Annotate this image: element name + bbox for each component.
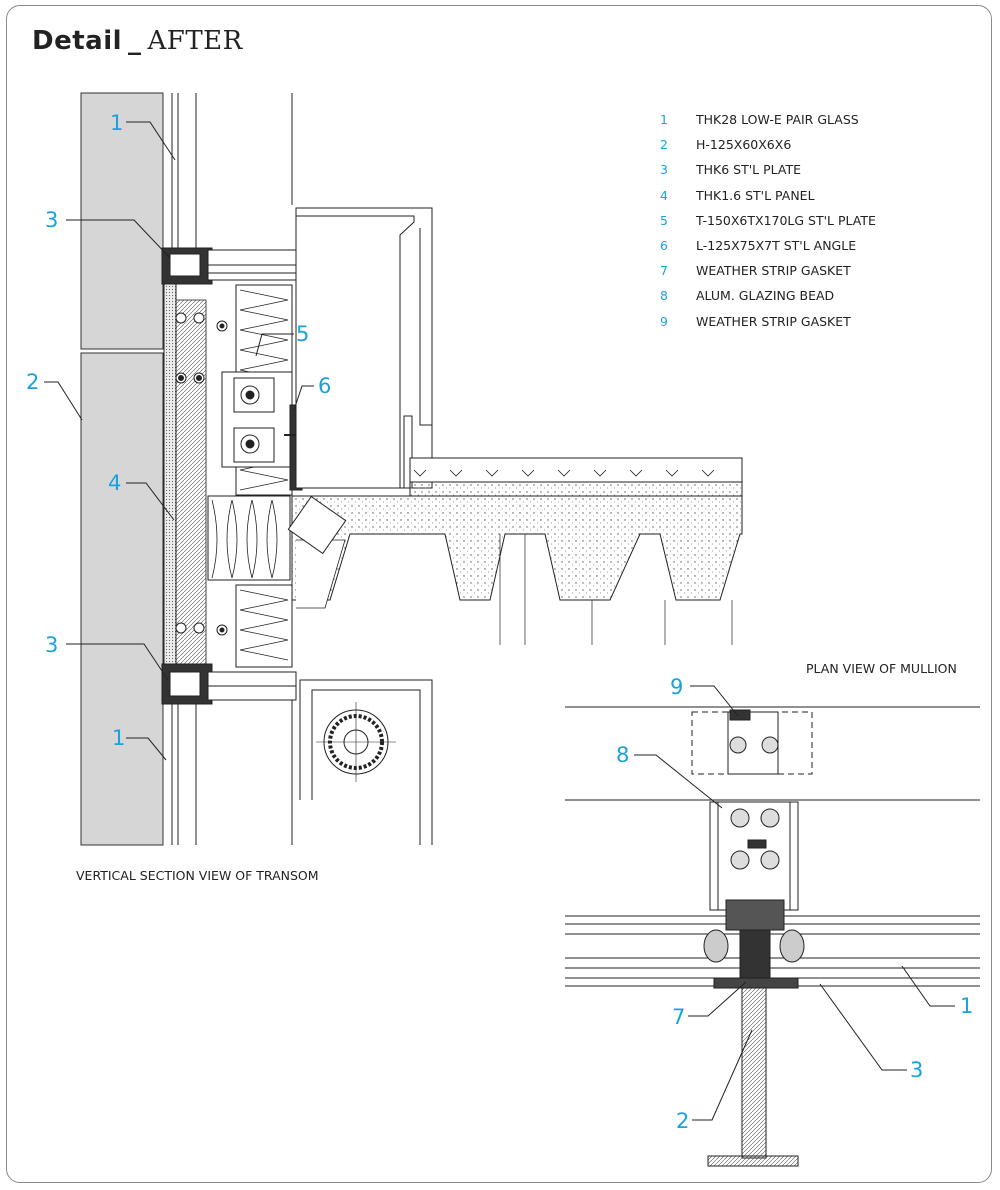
legend-text: THK28 LOW-E PAIR GLASS bbox=[696, 112, 859, 127]
vertical-section bbox=[80, 92, 743, 846]
legend-number: 4 bbox=[660, 187, 668, 203]
plan-view-label: PLAN VIEW OF MULLION bbox=[806, 661, 957, 676]
legend-number: 8 bbox=[660, 288, 668, 304]
legend-text: THK1.6 ST'L PANEL bbox=[696, 187, 815, 203]
legend-item: 1 THK28 LOW-E PAIR GLASS bbox=[660, 110, 876, 135]
drawing-frame bbox=[6, 5, 992, 1183]
weather-gasket bbox=[725, 899, 785, 931]
legend-number: 6 bbox=[660, 237, 668, 253]
callout-1-plan: 1 bbox=[960, 994, 973, 1018]
callout-2-plan: 2 bbox=[676, 1109, 689, 1133]
callout-6: 6 bbox=[318, 374, 331, 398]
title-light: AFTER bbox=[147, 26, 243, 56]
glass-upper bbox=[80, 92, 164, 350]
legend-number: 3 bbox=[660, 162, 668, 178]
plan-view bbox=[565, 706, 980, 1167]
title-bold: Detail bbox=[32, 26, 123, 56]
legend-item: 2 H-125X60X6X6 bbox=[660, 135, 876, 160]
legend-item: 7 WEATHER STRIP GASKET bbox=[660, 261, 876, 286]
insulation-middle bbox=[207, 495, 291, 581]
legend-text: L-125X75X7T ST'L ANGLE bbox=[696, 237, 857, 253]
callout-7: 7 bbox=[672, 1005, 685, 1029]
callout-2-left: 2 bbox=[26, 370, 39, 394]
callout-3-top: 3 bbox=[45, 208, 58, 232]
legend-item: 4 THK1.6 ST'L PANEL bbox=[660, 186, 876, 211]
legend-item: 9 WEATHER STRIP GASKET bbox=[660, 312, 876, 337]
concrete-slab bbox=[291, 495, 743, 601]
h-beam-flange bbox=[707, 1155, 799, 1167]
vertical-section-label: VERTICAL SECTION VIEW OF TRANSOM bbox=[76, 868, 319, 883]
legend-item: 6 L-125X75X7T ST'L ANGLE bbox=[660, 236, 876, 261]
legend-text: WEATHER STRIP GASKET bbox=[696, 313, 851, 329]
legend-text: THK6 ST'L PLATE bbox=[696, 162, 802, 178]
page-title: Detail_AFTER bbox=[32, 26, 243, 56]
title-separator: _ bbox=[128, 26, 142, 56]
legend-number: 9 bbox=[660, 313, 668, 329]
callout-8: 8 bbox=[616, 743, 629, 767]
legend-text: H-125X60X6X6 bbox=[696, 137, 792, 153]
legend-text: WEATHER STRIP GASKET bbox=[696, 263, 851, 279]
callout-5: 5 bbox=[296, 322, 309, 346]
callout-3-bottom: 3 bbox=[45, 633, 58, 657]
legend-number: 1 bbox=[660, 112, 668, 127]
legend-item: 8 ALUM. GLAZING BEAD bbox=[660, 286, 876, 311]
floor-finish bbox=[409, 457, 743, 483]
legend-item: 5 T-150X6TX170LG ST'L PLATE bbox=[660, 211, 876, 236]
steel-panel bbox=[163, 269, 177, 681]
legend-number: 2 bbox=[660, 137, 668, 153]
legend-number: 7 bbox=[660, 263, 668, 279]
legend-item: 3 THK6 ST'L PLATE bbox=[660, 160, 876, 185]
blind-box bbox=[299, 679, 433, 845]
callout-1-top: 1 bbox=[110, 111, 123, 135]
h-beam-web bbox=[741, 987, 767, 1159]
legend-text: T-150X6TX170LG ST'L PLATE bbox=[696, 212, 876, 228]
legend-number: 5 bbox=[660, 212, 668, 228]
leader-lines-left bbox=[44, 121, 314, 761]
leader-lines-plan bbox=[634, 685, 955, 1121]
callout-3-plan: 3 bbox=[910, 1058, 923, 1082]
callout-1-bottom: 1 bbox=[112, 726, 125, 750]
steel-plate-3 bbox=[713, 977, 799, 989]
callout-4: 4 bbox=[108, 471, 121, 495]
callout-9: 9 bbox=[670, 675, 683, 699]
legend-text: ALUM. GLAZING BEAD bbox=[696, 288, 835, 304]
glass-lower bbox=[80, 352, 164, 846]
